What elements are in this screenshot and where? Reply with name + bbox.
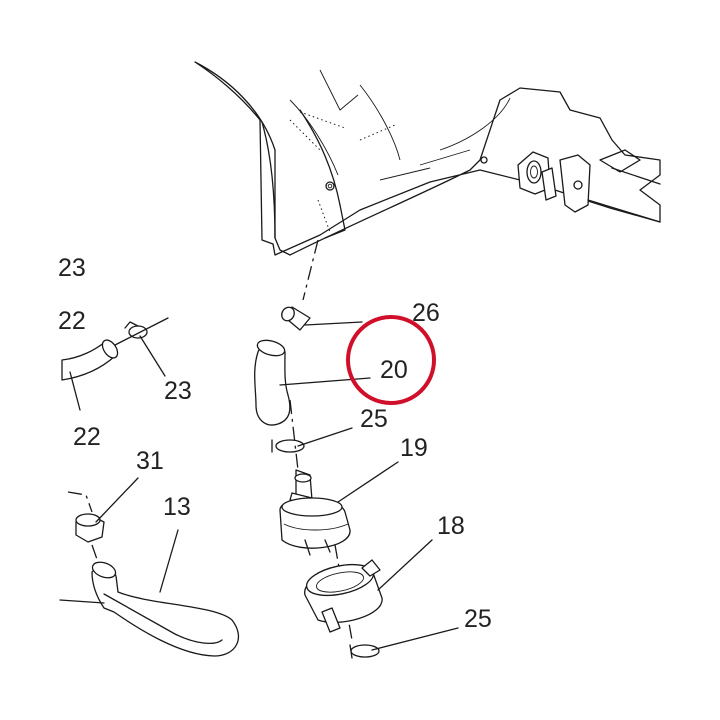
callout-25-lower: 25 [464,605,492,633]
callout-23-top: 23 [58,254,86,282]
part-20-hose [254,339,291,426]
part-31-fitting [67,491,105,569]
part-25-clip-lower [349,644,380,659]
part-23-clip [124,321,148,339]
part-18-clamp-ring [304,559,383,633]
callout-31: 31 [136,447,164,475]
leader-lines [69,321,459,651]
callout-20: 20 [380,356,408,384]
frame-assembly [194,61,661,256]
assembly-centerline-lower [289,399,299,471]
callout-22-top: 22 [58,307,86,335]
part-13-hose [59,561,240,657]
part-19-filter [279,469,351,556]
part-25-clip-upper [271,439,305,453]
callout-19: 19 [400,434,428,462]
callout-13: 13 [163,493,191,521]
callout-26: 26 [412,299,440,327]
callout-23-clip: 23 [164,377,192,405]
callout-25-upper: 25 [360,405,388,433]
part-26-clamp [281,306,311,331]
assembly-centerline [302,239,319,301]
callout-18: 18 [437,512,465,540]
part-22-hose [61,317,169,381]
callout-22-hose: 22 [73,423,101,451]
highlight-ring [346,315,436,405]
